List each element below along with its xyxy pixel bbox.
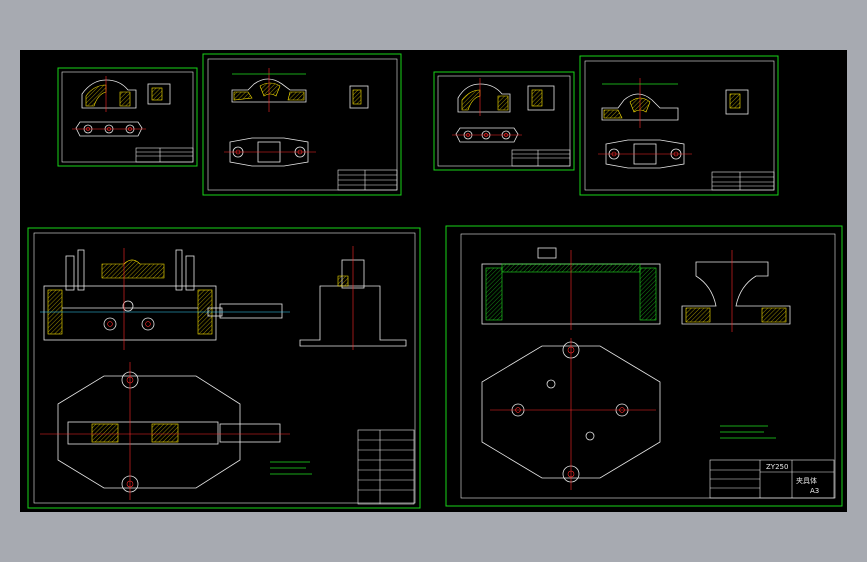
sheet-3[interactable] [433,71,575,171]
sheet-6-fixture-body[interactable] [445,225,843,507]
sheet-5-assembly[interactable] [27,227,421,509]
sheet-size: A3 [810,487,819,495]
drawing-name: 夹具体 [796,476,817,485]
drawing-sheets: ZY250 夹具体 A3 [27,53,843,509]
drawing-code: ZY250 [766,463,788,471]
sheet-4[interactable] [579,55,779,196]
sheet-1[interactable] [57,67,198,167]
sheet-2[interactable] [202,53,402,196]
cad-canvas[interactable]: ZY250 夹具体 A3 [20,50,847,512]
